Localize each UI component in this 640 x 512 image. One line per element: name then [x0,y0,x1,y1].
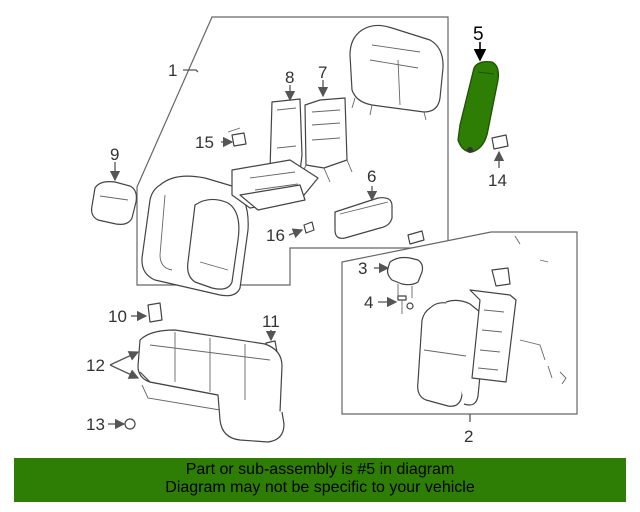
parts-diagram: 1 2 3 4 5 6 7 8 9 10 11 12 13 14 15 16 [86,16,578,446]
seat-cushion-12 [137,329,285,443]
rear-seatback-upper [349,24,444,121]
armrest-6 [334,197,393,239]
callout-5: 5 [473,24,484,45]
leader-12b [109,364,140,379]
callout-7: 7 [318,63,327,82]
leader-16 [288,228,304,239]
bracket-10 [147,302,163,323]
callout-14: 14 [488,171,507,190]
clip-16 [303,221,315,234]
callout-8: 8 [285,68,294,87]
seat-bottom-frame [231,159,319,211]
leader-12a [109,351,140,366]
callout-3: 3 [358,259,367,278]
armrest-pad-5 [457,60,500,153]
callout-1: 1 [168,61,177,80]
callout-4: 4 [364,293,373,312]
leader-1 [183,69,199,73]
headrest-3 [386,256,424,298]
footer-line-2: Diagram may not be specific to your vehi… [165,479,475,496]
bracket-small [407,230,425,245]
headrest-9 [91,181,137,225]
clip-13 [124,418,136,430]
callout-10: 10 [108,307,127,326]
clip-14 [491,134,509,150]
seat-back-cushion-1 [141,175,249,297]
callout-15: 15 [195,133,214,152]
callout-12: 12 [86,356,105,375]
footer-banner: Part or sub-assembly is #5 in diagram Di… [14,458,626,502]
callout-13: 13 [86,415,105,434]
footer-line-1: Part or sub-assembly is #5 in diagram [185,461,455,478]
callout-11: 11 [262,312,280,331]
callout-9: 9 [110,145,119,164]
clip-15 [227,127,247,147]
rear-seatback-2 [417,235,567,407]
callout-6: 6 [367,167,376,186]
seat-frame-7 [299,97,353,183]
callout-16: 16 [266,226,285,245]
callout-2: 2 [464,427,473,446]
guide-4 [397,295,414,314]
